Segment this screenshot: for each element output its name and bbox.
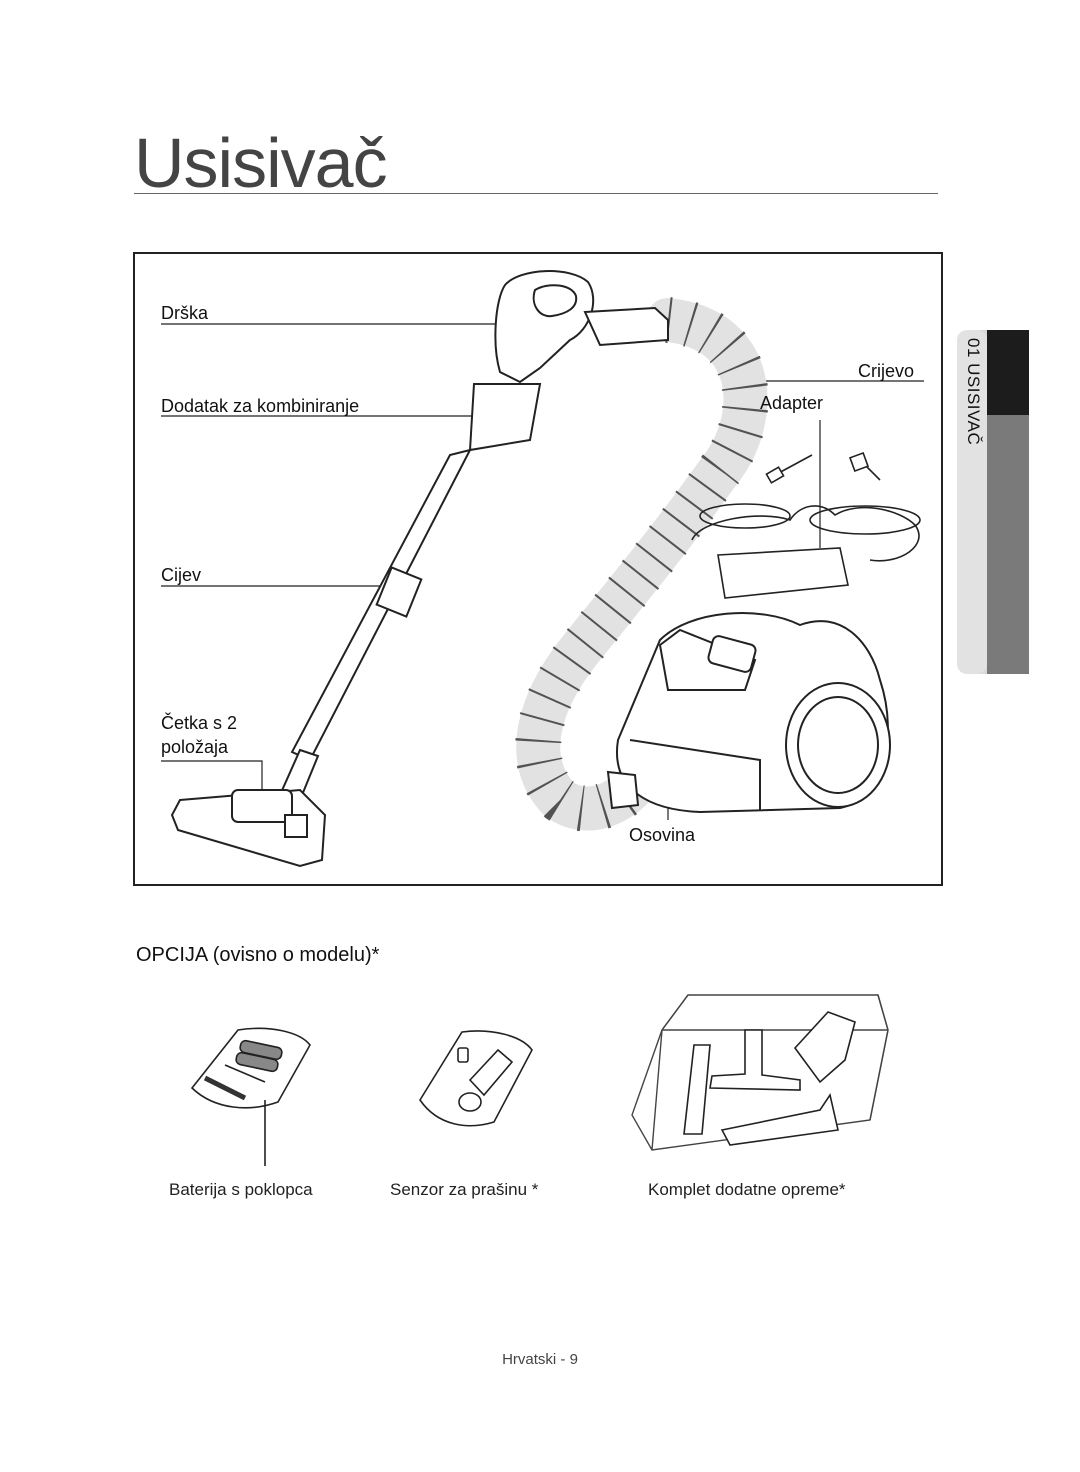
label-combination-tool: Dodatak za kombiniranje <box>161 396 360 416</box>
label-adapter: Adapter <box>760 393 824 413</box>
label-brush-line1: Četka s 2 <box>161 713 238 733</box>
dust-sensor-icon <box>419 1030 533 1127</box>
label-axle: Osovina <box>629 825 696 845</box>
label-brush-line2: položaja <box>161 737 229 757</box>
page-footer: Hrvatski - 9 <box>502 1351 578 1368</box>
vacuum-diagram-frame <box>133 252 943 886</box>
side-tab-graphic <box>957 330 1029 674</box>
options-heading: OPCIJA (ovisno o modelu)* <box>136 944 380 966</box>
caption-battery-cover: Baterija s poklopca <box>169 1180 313 1199</box>
page-title: Usisivač <box>134 124 388 202</box>
chapter-side-tab: 01 USISIVAČ <box>957 330 1029 674</box>
accessory-kit-icon <box>631 994 889 1151</box>
label-hose: Crijevo <box>858 361 915 381</box>
side-tab-label: 01 USISIVAČ <box>964 338 983 446</box>
accessory-tools <box>683 1011 856 1146</box>
caption-dust-sensor: Senzor za prašinu * <box>390 1180 539 1199</box>
battery-cover-icon <box>190 1027 311 1166</box>
caption-accessory-kit: Komplet dodatne opreme* <box>648 1180 846 1199</box>
label-pipe: Cijev <box>161 565 202 585</box>
label-handle: Drška <box>161 303 209 323</box>
title-divider <box>134 193 938 194</box>
